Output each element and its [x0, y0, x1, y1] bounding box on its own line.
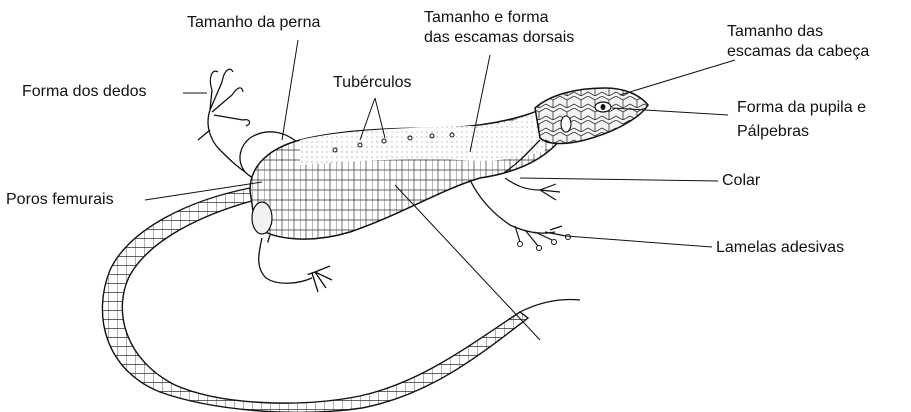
- leader-colar: [520, 178, 718, 181]
- lizard-body: [250, 110, 560, 239]
- label-lamelas-adesivas-text: Lamelas adesivas: [716, 238, 844, 258]
- label-escamas-cabeca: Tamanho das escamas da cabeça: [727, 22, 869, 62]
- label-escamas-cabeca-line2: escamas da cabeça: [727, 42, 869, 62]
- label-pupila: Forma da pupila e Pálpebras: [737, 98, 866, 142]
- label-tuberculos-text: Tubérculos: [333, 73, 412, 93]
- label-escamas-dorsais-line1: Tamanho e forma: [424, 8, 574, 28]
- label-escamas-dorsais: Tamanho e forma das escamas dorsais: [424, 8, 574, 48]
- lizard-hind-leg-lower: [259, 235, 332, 292]
- label-pupila-line1: Forma da pupila e: [737, 98, 866, 118]
- label-forma-dedos-text: Forma dos dedos: [22, 82, 147, 102]
- label-tamanho-perna: Tamanho da perna: [187, 13, 320, 33]
- lizard-front-leg-upper: [505, 178, 560, 200]
- label-poros-femurais: Poros femurais: [6, 190, 114, 210]
- leader-tamanho-perna: [282, 40, 298, 140]
- label-colar-text: Colar: [722, 171, 760, 191]
- label-pupila-line2: Pálpebras: [737, 122, 866, 142]
- label-escamas-dorsais-line2: das escamas dorsais: [424, 28, 574, 48]
- leader-escamas-cabeca: [620, 60, 735, 95]
- lizard-front-leg: [470, 180, 571, 251]
- label-poros-femurais-text: Poros femurais: [6, 190, 114, 210]
- label-escamas-cabeca-line1: Tamanho das: [727, 22, 869, 42]
- leader-belly: [395, 185, 540, 340]
- label-tamanho-perna-text: Tamanho da perna: [187, 13, 320, 33]
- leader-lamelas: [566, 236, 712, 247]
- label-colar: Colar: [722, 171, 760, 191]
- label-lamelas-adesivas: Lamelas adesivas: [716, 238, 844, 258]
- label-tuberculos: Tubérculos: [333, 73, 412, 93]
- label-forma-dedos: Forma dos dedos: [22, 82, 147, 102]
